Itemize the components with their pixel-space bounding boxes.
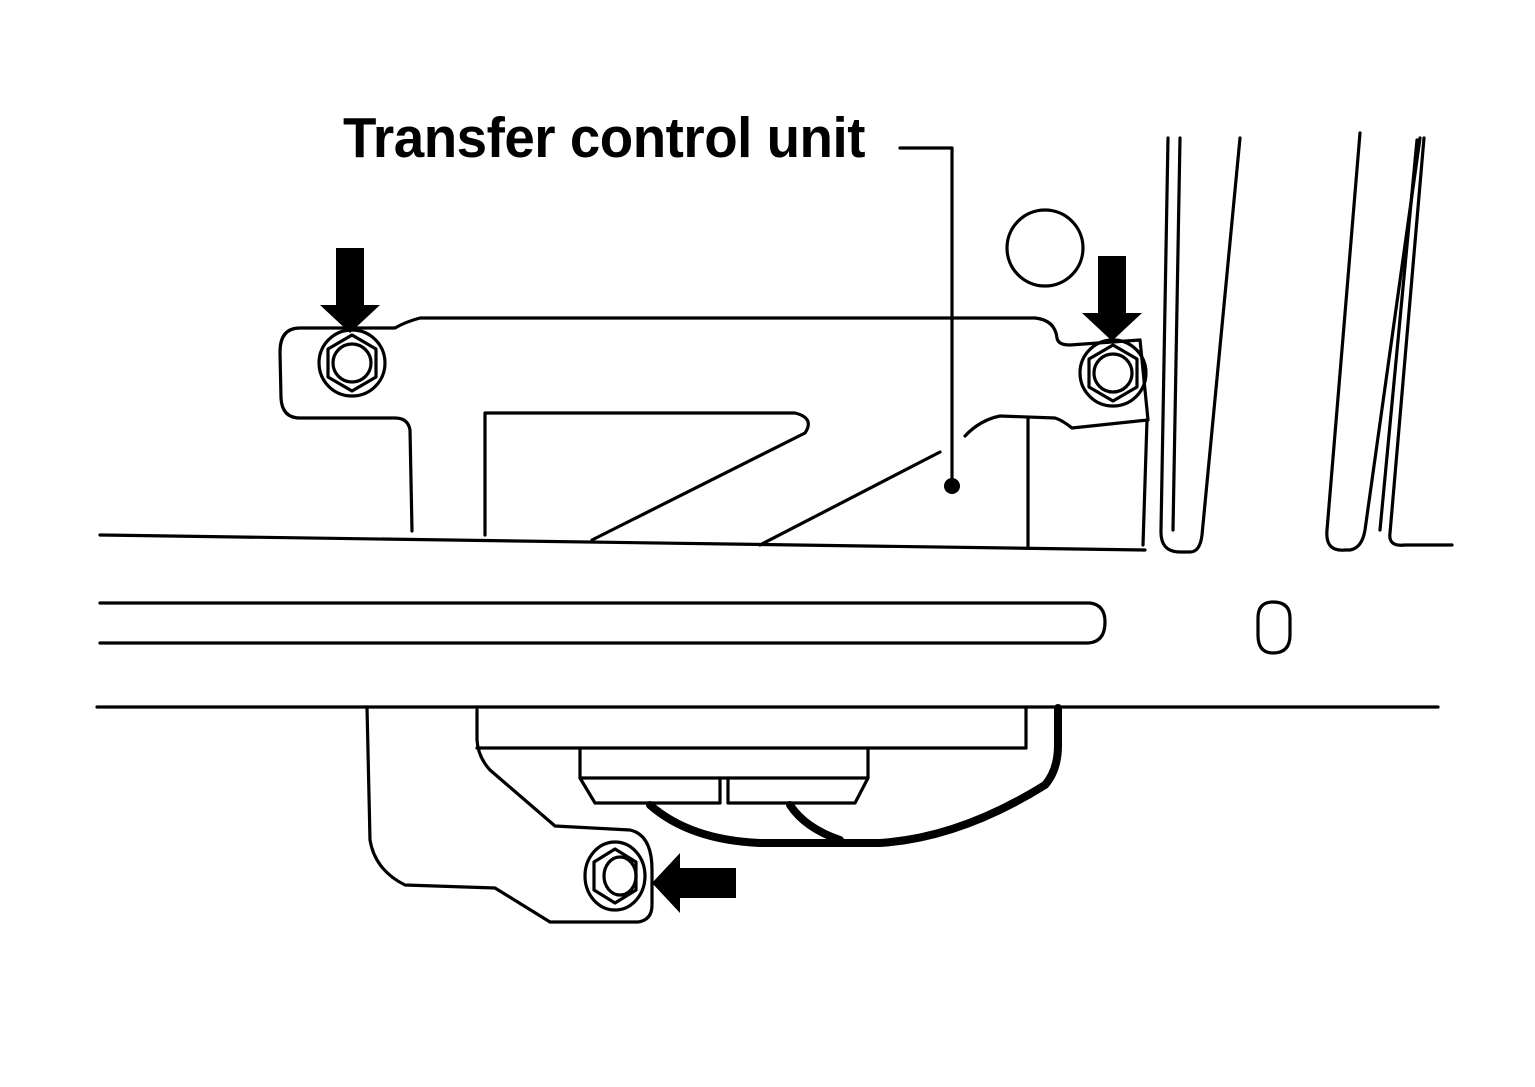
frame-slot (1256, 600, 1292, 655)
harness-connector (578, 746, 870, 805)
arrow-down-icon (1082, 256, 1142, 341)
bolt-upper-right (1078, 338, 1148, 408)
callout-label: Transfer control unit (343, 106, 865, 170)
mounting-bracket-upper (278, 316, 1150, 550)
arrow-left-icon (652, 853, 736, 913)
body-hole (1005, 208, 1085, 288)
frame-cross-member (95, 533, 1440, 709)
arrow-down-icon (320, 248, 380, 333)
bolt-lower (583, 840, 647, 912)
bolt-upper-left (317, 328, 387, 398)
mounting-bracket-lower (365, 705, 1028, 924)
wiring-harness (646, 704, 1062, 847)
control-unit-housing (483, 411, 942, 547)
vehicle-body-pillars (1159, 131, 1454, 554)
callout-leader (898, 146, 960, 494)
